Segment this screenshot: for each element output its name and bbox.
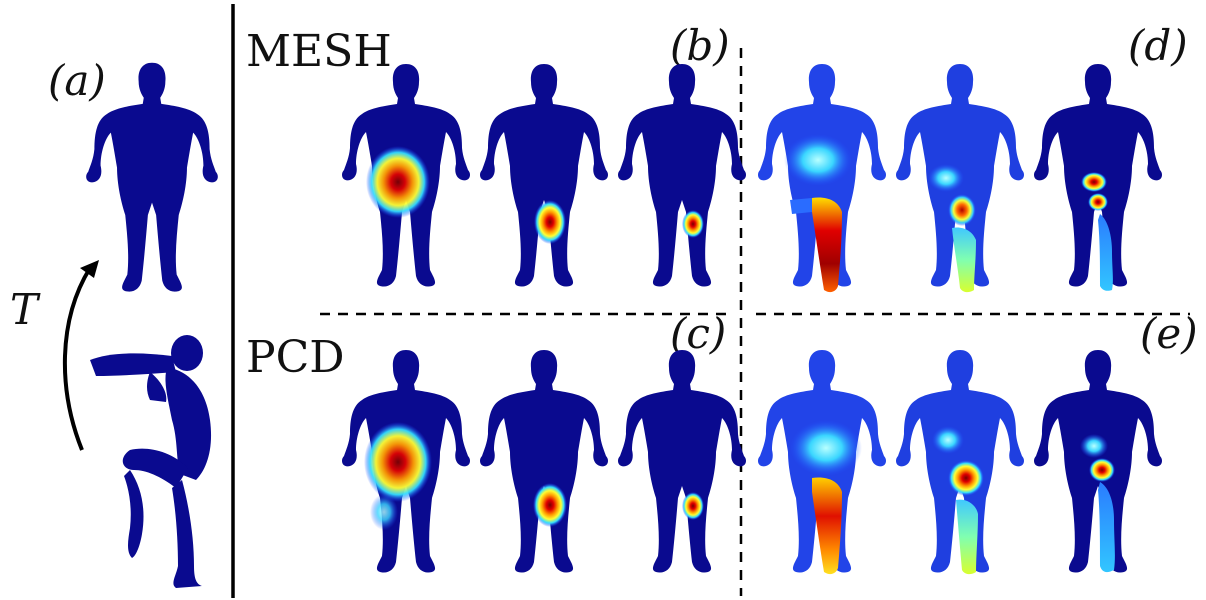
template-body-shape xyxy=(86,62,218,292)
deformed-pose-shape xyxy=(90,335,212,588)
pcd-c-body-1 xyxy=(342,350,470,573)
mesh-b-body-3 xyxy=(618,64,746,287)
panel-label-e: (e) xyxy=(1140,309,1198,358)
mesh-d-body-1 xyxy=(758,64,886,293)
transform-arrow xyxy=(62,260,99,451)
mesh-b-body-1 xyxy=(342,64,470,287)
mesh-b-body-2 xyxy=(480,64,608,287)
row-label-pcd: PCD xyxy=(246,332,345,383)
pcd-c-body-2 xyxy=(480,350,608,573)
mesh-d-body-3 xyxy=(1034,64,1162,291)
panel-label-a: (a) xyxy=(48,56,106,105)
pcd-e-body-3 xyxy=(1034,350,1162,573)
pcd-e-body-1 xyxy=(758,350,886,575)
pcd-e-body-2 xyxy=(896,350,1024,575)
panel-label-d: (d) xyxy=(1128,21,1188,70)
row-label-mesh: MESH xyxy=(246,26,392,77)
pcd-c-body-3 xyxy=(618,350,746,573)
transform-symbol: T xyxy=(10,285,41,334)
mesh-d-body-2 xyxy=(896,64,1024,293)
panel-label-c: (c) xyxy=(670,309,726,358)
panel-label-b: (b) xyxy=(670,21,730,70)
